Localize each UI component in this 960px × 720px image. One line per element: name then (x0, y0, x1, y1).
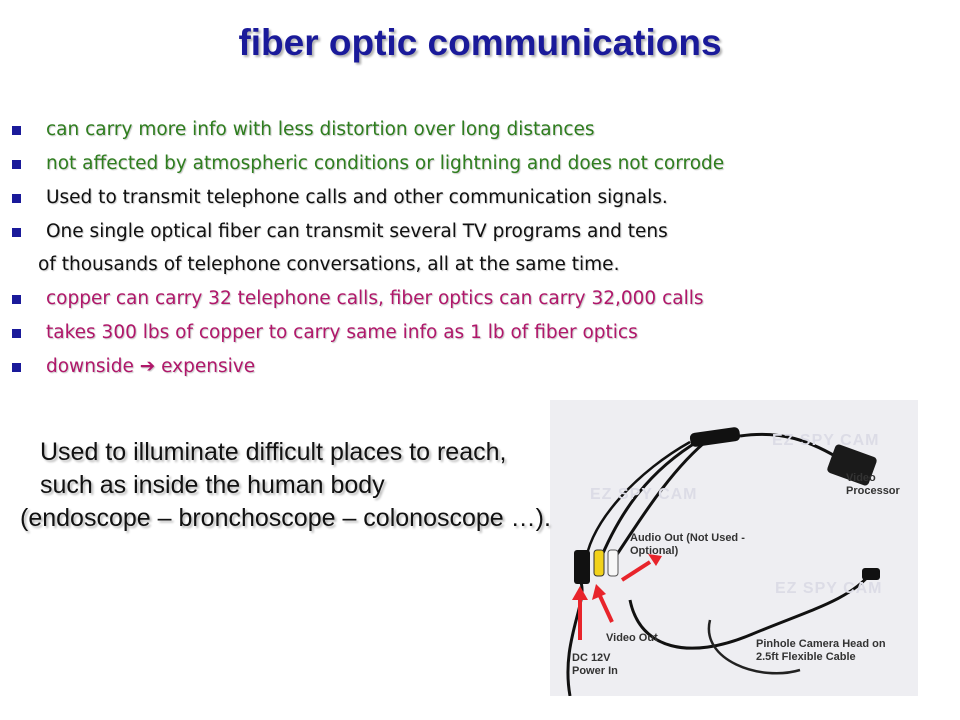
bullet-text: Used to transmit telephone calls and oth… (46, 187, 668, 208)
bullet-item: One single optical fiber can transmit se… (12, 220, 952, 244)
bullet-item: not affected by atmospheric conditions o… (12, 152, 952, 176)
camera-cable-illustration (566, 427, 880, 696)
bullet-text: copper can carry 32 telephone calls, fib… (46, 288, 704, 309)
bullet-item: copper can carry 32 telephone calls, fib… (12, 287, 952, 311)
label-camera-head: Pinhole Camera Head on 2.5ft Flexible Ca… (756, 638, 886, 663)
bullet-square-icon (12, 363, 21, 372)
bullet-text: One single optical fiber can transmit se… (46, 221, 668, 242)
bullet-square-icon (12, 194, 21, 203)
usage-text: Used to illuminate difficult places to r… (20, 436, 640, 535)
bullet-text: of thousands of telephone conversations,… (38, 254, 620, 275)
bullet-text: takes 300 lbs of copper to carry same in… (46, 322, 638, 343)
usage-line: (endoscope – bronchoscope – colonoscope … (20, 504, 551, 532)
label-dc-power: DC 12V Power In (572, 652, 618, 677)
bullet-text: not affected by atmospheric conditions o… (46, 153, 725, 174)
watermark-text: EZ SPY CAM (775, 580, 883, 597)
bullet-list: can carry more info with less distortion… (12, 118, 952, 379)
bullet-square-icon (12, 228, 21, 237)
label-audio-out: Audio Out (Not Used - Optional) (630, 532, 745, 557)
label-video-processor: Video Processor (846, 472, 900, 497)
usage-line: Used to illuminate difficult places to r… (40, 438, 507, 466)
bullet-square-icon (12, 126, 21, 135)
bullet-square-icon (12, 160, 21, 169)
spy-camera-photo: EZ SPY CAM EZ SPY CAM EZ SPY CAM Video P… (550, 400, 918, 696)
bullet-text: downside (46, 356, 134, 377)
bullet-square-icon (12, 295, 21, 304)
slide-title: fiber optic communications (238, 22, 722, 63)
bullet-item: Used to transmit telephone calls and oth… (12, 186, 952, 210)
watermark-text: EZ SPY CAM (590, 486, 698, 503)
label-video-out: Video Out (606, 632, 658, 644)
bullet-item: takes 300 lbs of copper to carry same in… (12, 321, 952, 345)
usage-line: such as inside the human body (40, 471, 385, 499)
bullet-continuation: of thousands of telephone conversations,… (12, 253, 952, 277)
bullet-text: expensive (161, 356, 256, 377)
bullet-item: downside ➔ expensive (12, 355, 952, 379)
watermark-text: EZ SPY CAM (772, 432, 880, 449)
bullet-item: can carry more info with less distortion… (12, 118, 952, 142)
right-arrow-icon: ➔ (139, 356, 156, 377)
bullet-text: can carry more info with less distortion… (46, 119, 595, 140)
bullet-square-icon (12, 329, 21, 338)
